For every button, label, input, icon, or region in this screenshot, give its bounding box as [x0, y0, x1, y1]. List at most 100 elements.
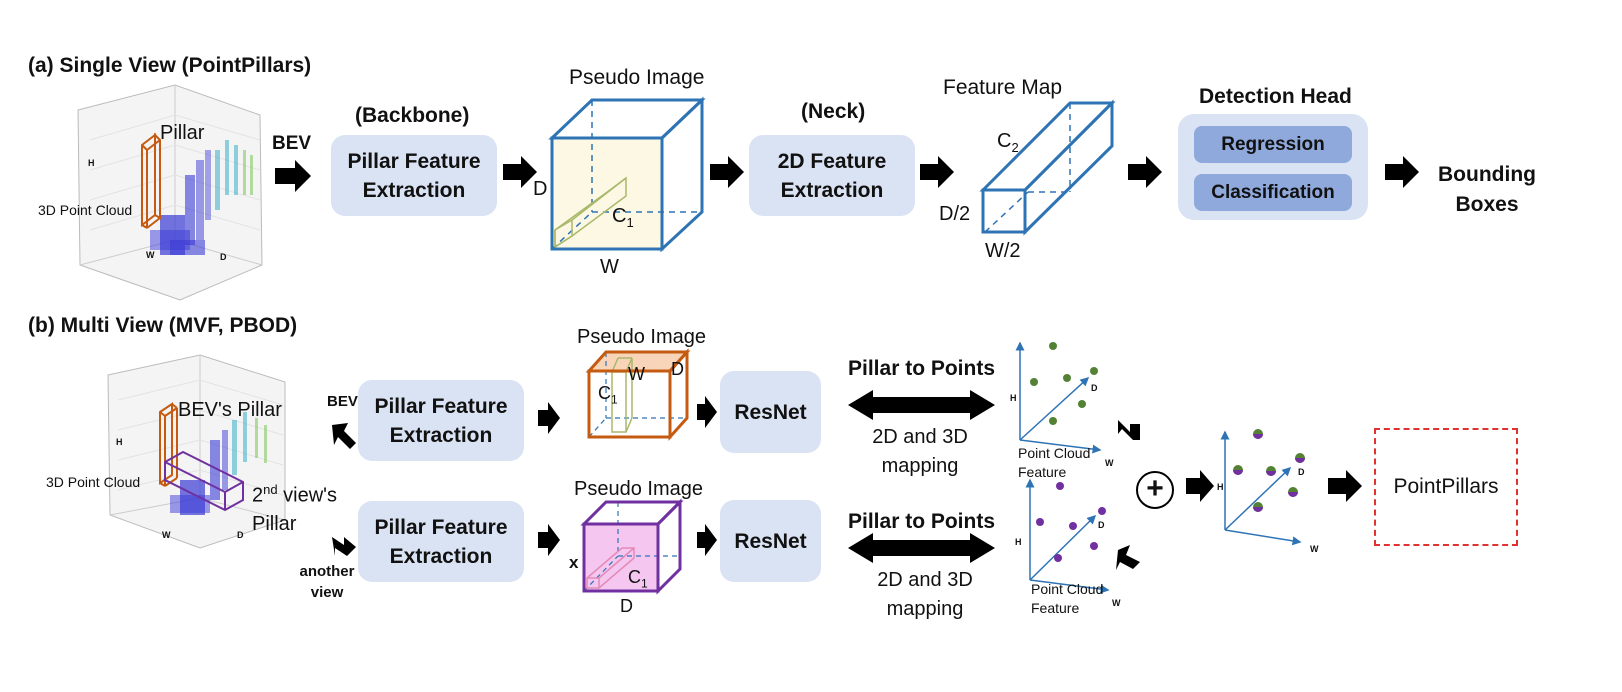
- section-title-multi-view: (b) Multi View (MVF, PBOD): [28, 314, 298, 337]
- c-letter: C: [628, 567, 641, 587]
- point-cloud-label-a: 3D Point Cloud: [38, 202, 133, 218]
- pillar-feature-extraction-box-other: Pillar Feature Extraction: [358, 501, 524, 582]
- fused-feature-scatter: [1220, 429, 1305, 546]
- pcf-line1: Point Cloud: [1018, 445, 1091, 461]
- pointpillars-box: PointPillars: [1374, 428, 1518, 546]
- fe2d-line2: Extraction: [780, 178, 884, 202]
- pillar-to-points-label-bottom: Pillar to Points: [848, 510, 996, 533]
- fused-d: D: [1298, 467, 1305, 477]
- detection-head-title: Detection Head: [1199, 85, 1352, 108]
- pfe-line1: Pillar Feature: [374, 394, 508, 418]
- pillar-label: Pillar: [160, 122, 205, 144]
- c-subscript: 2: [1011, 140, 1019, 155]
- another-view-label: another view: [296, 561, 358, 603]
- feature-map-w-label: W/2: [985, 240, 1021, 262]
- fused-h: H: [1217, 482, 1224, 492]
- bev-label-b: BEV: [327, 393, 358, 410]
- feature-map-a: [979, 99, 1116, 236]
- classification-block: Classification: [1194, 174, 1352, 211]
- feature-map-c2-label: C2: [997, 130, 1019, 155]
- bottom-x-label: x: [569, 553, 579, 572]
- bev-pillar-label: BEV's Pillar: [178, 399, 282, 421]
- another-line2: view: [310, 584, 344, 601]
- point-cloud-label-b: 3D Point Cloud: [46, 474, 141, 490]
- axis-h-label-a: H: [88, 158, 95, 168]
- pseudo-image-cube-b-bottom: [580, 498, 684, 595]
- pfe-line2: Extraction: [389, 544, 493, 568]
- point-cloud-feature-label-top: Point Cloud Feature: [1018, 444, 1090, 482]
- bev-label-a: BEV: [272, 133, 312, 154]
- scatter-bottom-d: D: [1098, 520, 1105, 530]
- pillar-feature-extraction-box-a: Pillar Feature Extraction: [331, 135, 497, 216]
- point-cloud-feature-top: [1015, 341, 1102, 454]
- feature-map-d-label: D/2: [939, 203, 971, 225]
- point-cloud-feature-bottom: [1025, 478, 1110, 594]
- nd-view-text: view's: [277, 484, 337, 507]
- fe2d-line1: 2D Feature: [777, 149, 887, 173]
- c-letter: C: [997, 130, 1012, 152]
- scatter-bottom-w: W: [1112, 598, 1121, 608]
- nd-number: 2: [252, 484, 264, 507]
- bbox-line2: Boxes: [1455, 193, 1519, 216]
- scatter-top-w: W: [1105, 458, 1114, 468]
- mapping-line1: 2D and 3D: [872, 426, 968, 448]
- pseudo-image-title-a: Pseudo Image: [569, 66, 705, 89]
- scatter-top-d: D: [1091, 383, 1098, 393]
- scatter-bottom-h: H: [1015, 537, 1022, 547]
- c-subscript: 1: [641, 576, 648, 591]
- pseudo-image-d-label: D: [533, 178, 548, 200]
- backbone-label: (Backbone): [355, 104, 470, 127]
- mapping-line2: mapping: [881, 455, 959, 477]
- c-letter: C: [598, 383, 611, 403]
- neck-label: (Neck): [801, 100, 866, 123]
- point-cloud-feature-label-bottom: Point Cloud Feature: [1031, 580, 1103, 618]
- pfe-line2: Extraction: [389, 423, 493, 447]
- second-view-pillar-label: 2nd view's: [252, 482, 337, 508]
- top-w-label: W: [628, 364, 645, 384]
- pseudo-image-title-b-bottom: Pseudo Image: [574, 478, 703, 500]
- pillar-feature-extraction-box-bev: Pillar Feature Extraction: [358, 380, 524, 461]
- mapping-line1: 2D and 3D: [877, 569, 973, 591]
- pfe-line1: Pillar Feature: [347, 149, 481, 173]
- mapping-label-top: 2D and 3D mapping: [850, 423, 990, 481]
- mapping-line2: mapping: [886, 598, 964, 620]
- bottom-c1-label: C1: [628, 567, 648, 591]
- axis-h-label-b: H: [116, 437, 123, 447]
- pseudo-image-title-b-top: Pseudo Image: [577, 326, 706, 348]
- point-cloud-a: [77, 84, 263, 301]
- pseudo-image-c1-label: C1: [612, 205, 634, 230]
- nd-superscript: nd: [263, 482, 278, 497]
- fused-w: W: [1310, 544, 1319, 554]
- pseudo-image-cube-b-top: [585, 348, 691, 441]
- pseudo-image-cube-a: [548, 96, 706, 253]
- bounding-boxes-label: Bounding Boxes: [1437, 160, 1537, 220]
- top-d-label: D: [671, 359, 684, 379]
- another-line1: another: [299, 563, 355, 580]
- pillar-to-points-label-top: Pillar to Points: [848, 357, 996, 380]
- arrows-a: [275, 156, 1419, 192]
- axis-w-label-a: W: [146, 250, 155, 260]
- axis-d-label-b: D: [237, 530, 244, 540]
- second-view-pillar-word: Pillar: [252, 513, 297, 535]
- c-subscript: 1: [611, 392, 618, 407]
- arrows-b: [332, 390, 1362, 570]
- pcf-line2: Feature: [1031, 600, 1080, 616]
- point-cloud-b: [107, 354, 286, 549]
- mapping-label-bottom: 2D and 3D mapping: [855, 566, 995, 624]
- plus-symbol: [1136, 471, 1174, 509]
- 2d-feature-extraction-box: 2D Feature Extraction: [749, 135, 915, 216]
- regression-block: Regression: [1194, 126, 1352, 163]
- c-letter: C: [612, 205, 627, 227]
- resnet-box-top: ResNet: [720, 371, 821, 453]
- axis-w-label-b: W: [162, 530, 171, 540]
- detection-head-box: Regression Classification: [1178, 114, 1368, 220]
- section-title-single-view: (a) Single View (PointPillars): [28, 54, 312, 77]
- c-subscript: 1: [626, 215, 634, 230]
- pfe-line2: Extraction: [362, 178, 466, 202]
- plus-sign: +: [1146, 472, 1164, 505]
- bbox-line1: Bounding: [1438, 163, 1536, 186]
- resnet-box-bottom: ResNet: [720, 500, 821, 582]
- pcf-line2: Feature: [1018, 464, 1067, 480]
- pseudo-image-w-label: W: [600, 256, 619, 278]
